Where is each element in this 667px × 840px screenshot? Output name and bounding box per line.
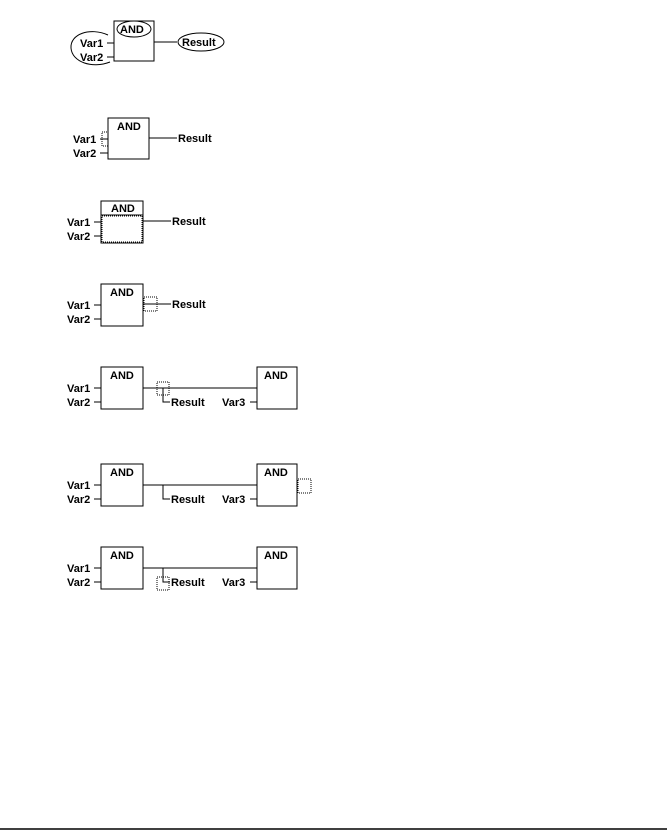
selection-marker-input — [101, 131, 109, 147]
branch-result-label: Result — [171, 494, 205, 506]
diagram-1: AND Var1 Var2 Result — [70, 20, 225, 66]
input-var2-label: Var2 — [67, 314, 90, 326]
input-var1-label: Var1 — [67, 217, 90, 229]
and-block-label: AND — [117, 121, 141, 133]
and-block-1[interactable] — [100, 366, 144, 410]
diagram-6: AND Var1 Var2 Result AND Var3 — [67, 463, 312, 507]
and-block-1-label: AND — [110, 550, 134, 562]
and-block-2[interactable] — [256, 463, 298, 507]
input-var1-label: Var1 — [80, 38, 103, 50]
input-var2-label: Var2 — [67, 577, 90, 589]
output-result-label: Result — [182, 37, 216, 49]
and-block-label: AND — [111, 203, 135, 215]
and-block-2-label: AND — [264, 370, 288, 382]
and-block-2[interactable] — [256, 366, 298, 410]
and-block[interactable] — [107, 117, 150, 160]
input-var1-label: Var1 — [67, 300, 90, 312]
diagram-5: AND Var1 Var2 Result AND Var3 — [67, 366, 298, 410]
and-block-label: AND — [120, 24, 144, 36]
output-result-label: Result — [178, 133, 212, 145]
and-block[interactable] — [113, 20, 155, 62]
branch-line — [162, 388, 170, 403]
input-var1-label: Var1 — [67, 563, 90, 575]
and-block-1-label: AND — [110, 370, 134, 382]
branch-result-label: Result — [171, 397, 205, 409]
input-var3-label: Var3 — [222, 577, 245, 589]
and-block[interactable] — [100, 283, 144, 327]
and-block-2-label: AND — [264, 550, 288, 562]
input-var2-label: Var2 — [73, 148, 96, 160]
input-var1-label: Var1 — [67, 383, 90, 395]
input-var2-label: Var2 — [67, 494, 90, 506]
input-var1-label: Var1 — [67, 480, 90, 492]
selection-ellipse-result — [177, 32, 225, 52]
input-var2-label: Var2 — [67, 397, 90, 409]
branch-line — [162, 568, 170, 583]
and-block-2-label: AND — [264, 467, 288, 479]
input-var1-label: Var1 — [73, 134, 96, 146]
selection-marker-branch-output — [156, 576, 170, 591]
branch-line — [162, 485, 170, 500]
output-result-label: Result — [172, 216, 206, 228]
input-var3-label: Var3 — [222, 494, 245, 506]
selection-marker-output — [297, 478, 312, 494]
branch-result-label: Result — [171, 577, 205, 589]
input-var3-label: Var3 — [222, 397, 245, 409]
selection-marker-output — [143, 296, 158, 312]
input-var2-label: Var2 — [67, 231, 90, 243]
selection-marker-block — [101, 215, 143, 243]
and-block-1-label: AND — [110, 467, 134, 479]
diagram-7: AND Var1 Var2 Result AND Var3 — [67, 546, 298, 591]
input-var2-label: Var2 — [80, 52, 103, 64]
and-block-2[interactable] — [256, 546, 298, 590]
diagram-4: AND Var1 Var2 Result — [67, 283, 206, 327]
diagram-3: AND Var1 Var2 Result — [67, 200, 206, 244]
selection-marker-branch — [156, 381, 170, 396]
selection-ellipse-and — [116, 20, 152, 38]
diagram-2: AND Var1 Var2 Result — [73, 117, 212, 160]
selection-ellipse-inputs — [70, 31, 111, 66]
and-block-label: AND — [110, 287, 134, 299]
output-result-label: Result — [172, 299, 206, 311]
